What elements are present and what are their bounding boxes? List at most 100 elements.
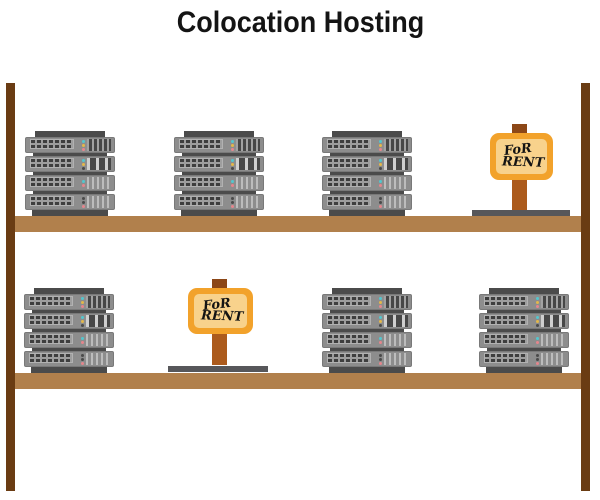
server-stack-bottom-3 (479, 288, 569, 373)
status-led (81, 353, 84, 357)
server-unit (479, 313, 569, 329)
rack-connector (330, 310, 404, 313)
status-led (82, 179, 85, 183)
for-rent-sign-top: FoR RENT (472, 124, 570, 216)
server-stack-top-1 (25, 131, 115, 216)
server-unit (322, 194, 412, 210)
rack-base (486, 367, 562, 373)
status-led (536, 300, 539, 304)
port-grid-panel (327, 177, 371, 187)
status-led (82, 166, 85, 170)
server-unit (322, 294, 412, 310)
vent-grill-icon (86, 334, 110, 346)
rack-connector (33, 191, 107, 194)
port-grid-panel (327, 139, 371, 149)
status-led (81, 361, 84, 365)
rack-cap (33, 288, 105, 294)
status-led (536, 296, 539, 300)
status-led-column (379, 194, 383, 210)
status-led (81, 296, 84, 300)
server-stack-top-3 (322, 131, 412, 216)
server-stack-bottom-2 (322, 288, 412, 373)
status-led (82, 162, 85, 166)
vent-grill-icon (384, 315, 408, 327)
server-unit (479, 294, 569, 310)
status-led (231, 166, 234, 170)
shelf-right-post (581, 83, 590, 491)
for-rent-sign-bottom: FoR RENT (168, 279, 268, 372)
status-led (379, 162, 382, 166)
status-led-column (231, 194, 235, 210)
sign-text-line2: RENT (201, 308, 244, 325)
status-led-column (536, 332, 540, 348)
status-led (536, 304, 539, 308)
rack-connector (182, 191, 256, 194)
status-led (379, 158, 382, 162)
vent-grill-icon (384, 334, 408, 346)
port-grid-panel (30, 196, 74, 206)
vent-grill-icon (86, 315, 110, 327)
status-led-column (536, 351, 540, 367)
port-grid-panel (484, 353, 528, 363)
page-title: Colocation Hosting (176, 6, 424, 39)
server-unit (174, 137, 264, 153)
sign-base-plate (168, 366, 268, 372)
status-led (379, 200, 382, 204)
server-unit (174, 156, 264, 172)
server-unit (322, 351, 412, 367)
status-led-column (379, 313, 383, 329)
rack-connector (487, 310, 561, 313)
rack-connector (330, 191, 404, 194)
status-led (536, 315, 539, 319)
port-grid-panel (484, 296, 528, 306)
server-unit (25, 156, 115, 172)
port-grid-panel (30, 139, 74, 149)
status-led (81, 315, 84, 319)
port-grid-panel (327, 296, 371, 306)
status-led-column (82, 156, 86, 172)
status-led-column (379, 156, 383, 172)
rack-cap (183, 131, 255, 137)
status-led-column (231, 175, 235, 191)
server-unit (322, 313, 412, 329)
server-unit (322, 137, 412, 153)
server-unit (24, 351, 114, 367)
server-unit (479, 332, 569, 348)
vent-grill-icon (236, 139, 260, 151)
status-led-column (82, 194, 86, 210)
server-unit (174, 175, 264, 191)
port-grid-panel (29, 315, 73, 325)
port-grid-panel (327, 196, 371, 206)
port-grid-panel (484, 315, 528, 325)
vent-grill-icon (87, 196, 111, 208)
status-led (379, 296, 382, 300)
port-grid-panel (30, 177, 74, 187)
port-grid-panel (29, 334, 73, 344)
status-led (536, 361, 539, 365)
vent-grill-icon (384, 139, 408, 151)
status-led-column (231, 137, 235, 153)
status-led-column (81, 332, 85, 348)
status-led (82, 139, 85, 143)
status-led (81, 340, 84, 344)
status-led (81, 304, 84, 308)
vent-grill-icon (541, 315, 565, 327)
vent-grill-icon (541, 296, 565, 308)
status-led (536, 323, 539, 327)
status-led (81, 319, 84, 323)
rack-base (32, 210, 108, 216)
port-grid-panel (327, 334, 371, 344)
vent-grill-icon (86, 296, 110, 308)
status-led (81, 357, 84, 361)
vent-grill-icon (384, 158, 408, 170)
shelf-bottom-board (6, 373, 590, 389)
rack-connector (32, 329, 106, 332)
port-grid-panel (327, 315, 371, 325)
rack-connector (32, 310, 106, 313)
server-unit (25, 194, 115, 210)
port-grid-panel (179, 158, 223, 168)
status-led (82, 204, 85, 208)
status-led (231, 204, 234, 208)
status-led (379, 361, 382, 365)
sign-text-line2: RENT (502, 153, 545, 171)
